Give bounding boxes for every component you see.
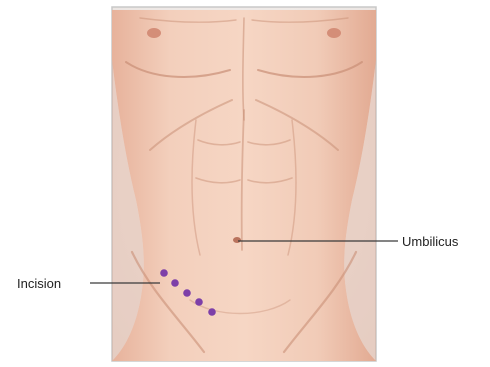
incision-dot-5 — [208, 308, 216, 316]
torso — [112, 10, 376, 361]
incision-label: Incision — [17, 276, 61, 291]
sternum-line — [243, 18, 244, 120]
right-nipple — [327, 28, 341, 38]
incision-dot-2 — [171, 279, 179, 287]
incision-dot-3 — [183, 289, 191, 297]
incision-dot-4 — [195, 298, 203, 306]
incision-dot-1 — [160, 269, 168, 277]
umbilicus-label: Umbilicus — [402, 234, 459, 249]
umbilicus — [233, 237, 241, 243]
left-nipple — [147, 28, 161, 38]
